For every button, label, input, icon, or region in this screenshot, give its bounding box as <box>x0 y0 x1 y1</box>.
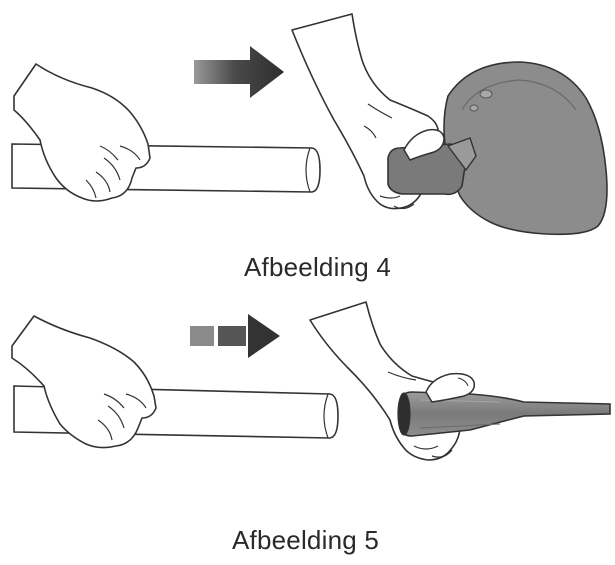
figure-caption-5: Afbeelding 5 <box>232 525 379 555</box>
hand-icon <box>13 63 151 202</box>
arrow-right-icon <box>194 46 284 98</box>
thumb <box>403 128 445 161</box>
figure-5 <box>11 301 611 461</box>
figure-caption-4: Afbeelding 4 <box>244 252 391 282</box>
figure-4 <box>11 13 608 236</box>
arrow-right-icon <box>190 314 280 358</box>
hand-icon <box>11 315 157 449</box>
crevice-nozzle-icon <box>397 391 611 437</box>
thumb <box>425 372 476 403</box>
floor-brush-icon <box>387 61 608 236</box>
